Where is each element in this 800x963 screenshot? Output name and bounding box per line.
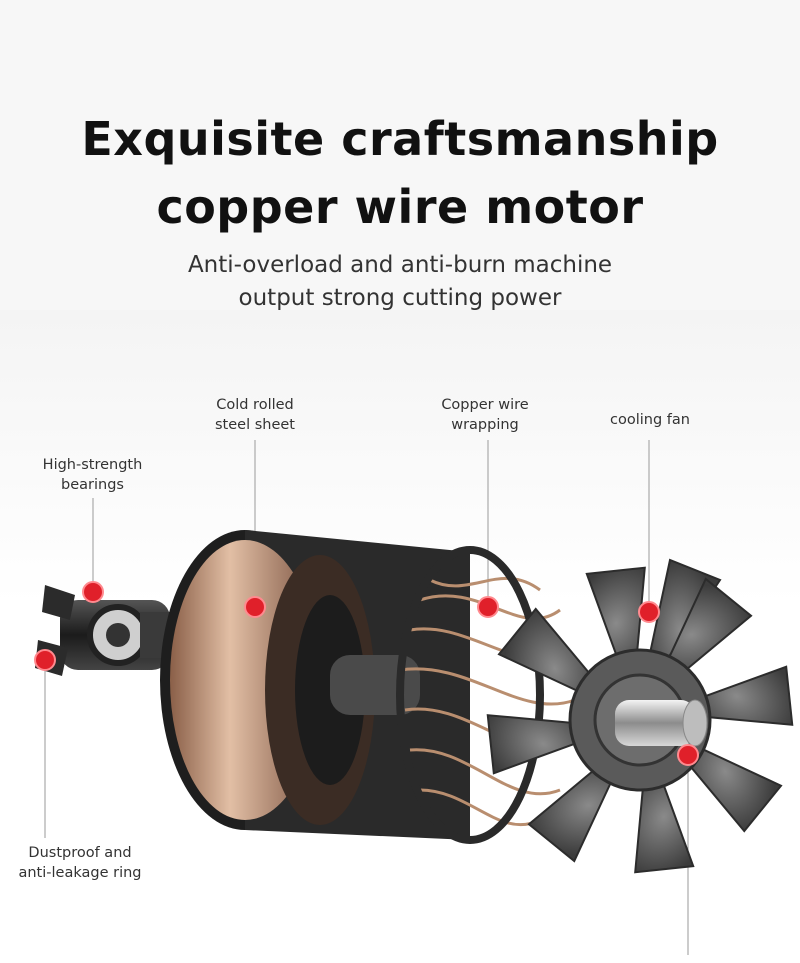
marker-bearings xyxy=(82,581,104,603)
feature-markers xyxy=(34,581,699,766)
bearing-assembly xyxy=(35,585,180,676)
marker-cooling-fan xyxy=(638,601,660,623)
cooling-fan xyxy=(486,558,794,874)
marker-copper-wire xyxy=(477,596,499,618)
callout-steel-sheet: Cold rolled steel sheet xyxy=(215,397,295,433)
armature-core xyxy=(160,530,470,840)
callout-bearings: High-strength bearings xyxy=(42,457,143,493)
marker-shaft xyxy=(677,744,699,766)
subheadline-line-2: output strong cutting power xyxy=(238,285,562,311)
callout-copper-wire: Copper wire wrapping xyxy=(441,397,529,433)
callout-dustproof-ring: Dustproof and anti-leakage ring xyxy=(18,845,142,881)
marker-dustproof-ring xyxy=(34,649,56,671)
armature-end-ring xyxy=(396,546,544,844)
headline-line-2: copper wire motor xyxy=(156,180,644,234)
callout-cooling-fan: cooling fan xyxy=(610,412,690,428)
headline-line-1: Exquisite craftsmanship xyxy=(81,112,719,166)
marker-steel-sheet xyxy=(244,596,266,618)
header-background xyxy=(0,0,800,310)
subheadline-line-1: Anti-overload and anti-burn machine xyxy=(187,252,613,278)
